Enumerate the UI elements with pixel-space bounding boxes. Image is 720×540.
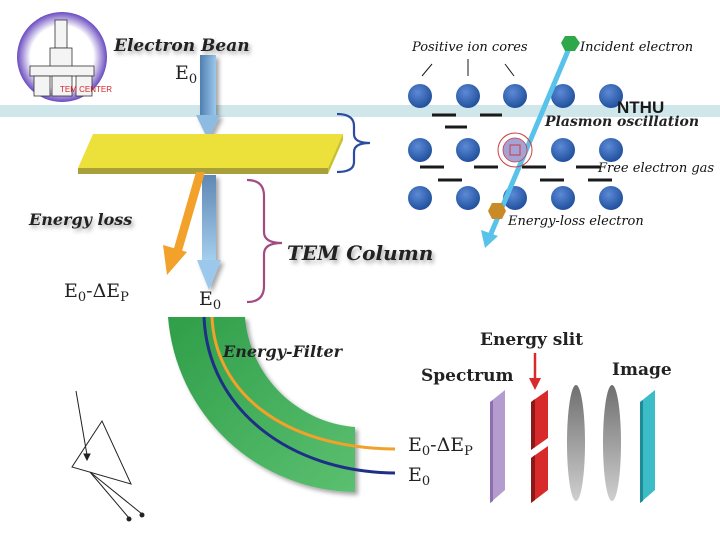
ion-core [408,186,432,210]
output-e0-minus-delta-label: E0-ΔEP [408,434,473,459]
plasmon-oscillation-label: Plasmon oscillation [545,114,700,130]
spectrum-label: Spectrum [421,366,514,386]
spectrum-plate [490,390,505,503]
logo-text: TEM CENTER [60,85,112,94]
ion-core [503,84,527,108]
transmitted-beam-arrow [197,175,221,290]
plasmon-excitation [497,132,533,168]
energy-slit-label: Energy slit [480,330,584,350]
lens-1 [567,385,585,501]
lens-2 [603,385,621,501]
ion-pointer-arrows [421,59,515,77]
ion-core [551,186,575,210]
energy-slit [531,390,548,503]
electron-beam-label: Electron Bean [114,36,250,56]
energy-loss-electron-label: Energy-loss electron [508,214,644,229]
energy-loss-electron-ball [488,203,506,219]
prism-sketch [71,390,145,522]
ion-core [551,138,575,162]
energy-loss-arrow [163,172,205,275]
zero-loss-beam-path [202,316,396,475]
incident-electron-ball [561,36,580,51]
ion-core [599,138,623,162]
tem-column-brace [246,178,283,304]
ion-core [456,186,480,210]
e0-top-label: E0 [175,62,198,87]
e0-minus-delta-label: E0-ΔEP [64,280,129,305]
ion-core [599,186,623,210]
ion-core [408,84,432,108]
positive-ion-cores-label: Positive ion cores [412,40,528,55]
tem-center-logo [17,12,107,102]
ion-core [408,138,432,162]
energy-loss-label: Energy loss [29,210,133,229]
image-label: Image [612,360,672,380]
energy-filter-magnet [168,317,355,492]
ion-core [551,84,575,108]
microscope-icon [29,19,95,97]
electron-beam-arrow [196,55,220,140]
ion-core [456,138,480,162]
sample-slab [78,134,343,174]
ion-core [456,84,480,108]
sample-brace [336,112,371,174]
nthu-watermark: NTHU [617,98,665,117]
e0-bottom-label: E0 [199,288,222,313]
incident-electron-label: Incident electron [580,40,694,55]
free-electron-gas-label: Free electron gas [598,161,715,176]
tem-column-label: TEM Column [287,241,434,265]
energy-filter-label: Energy-Filter [223,342,343,361]
energy-slit-arrow [529,353,541,390]
loss-beam-path [210,316,396,451]
image-plate [640,390,655,503]
ion-lattice [408,84,623,210]
output-e0-label: E0 [408,464,431,489]
ion-core [599,84,623,108]
free-electron-dashes [420,113,612,182]
